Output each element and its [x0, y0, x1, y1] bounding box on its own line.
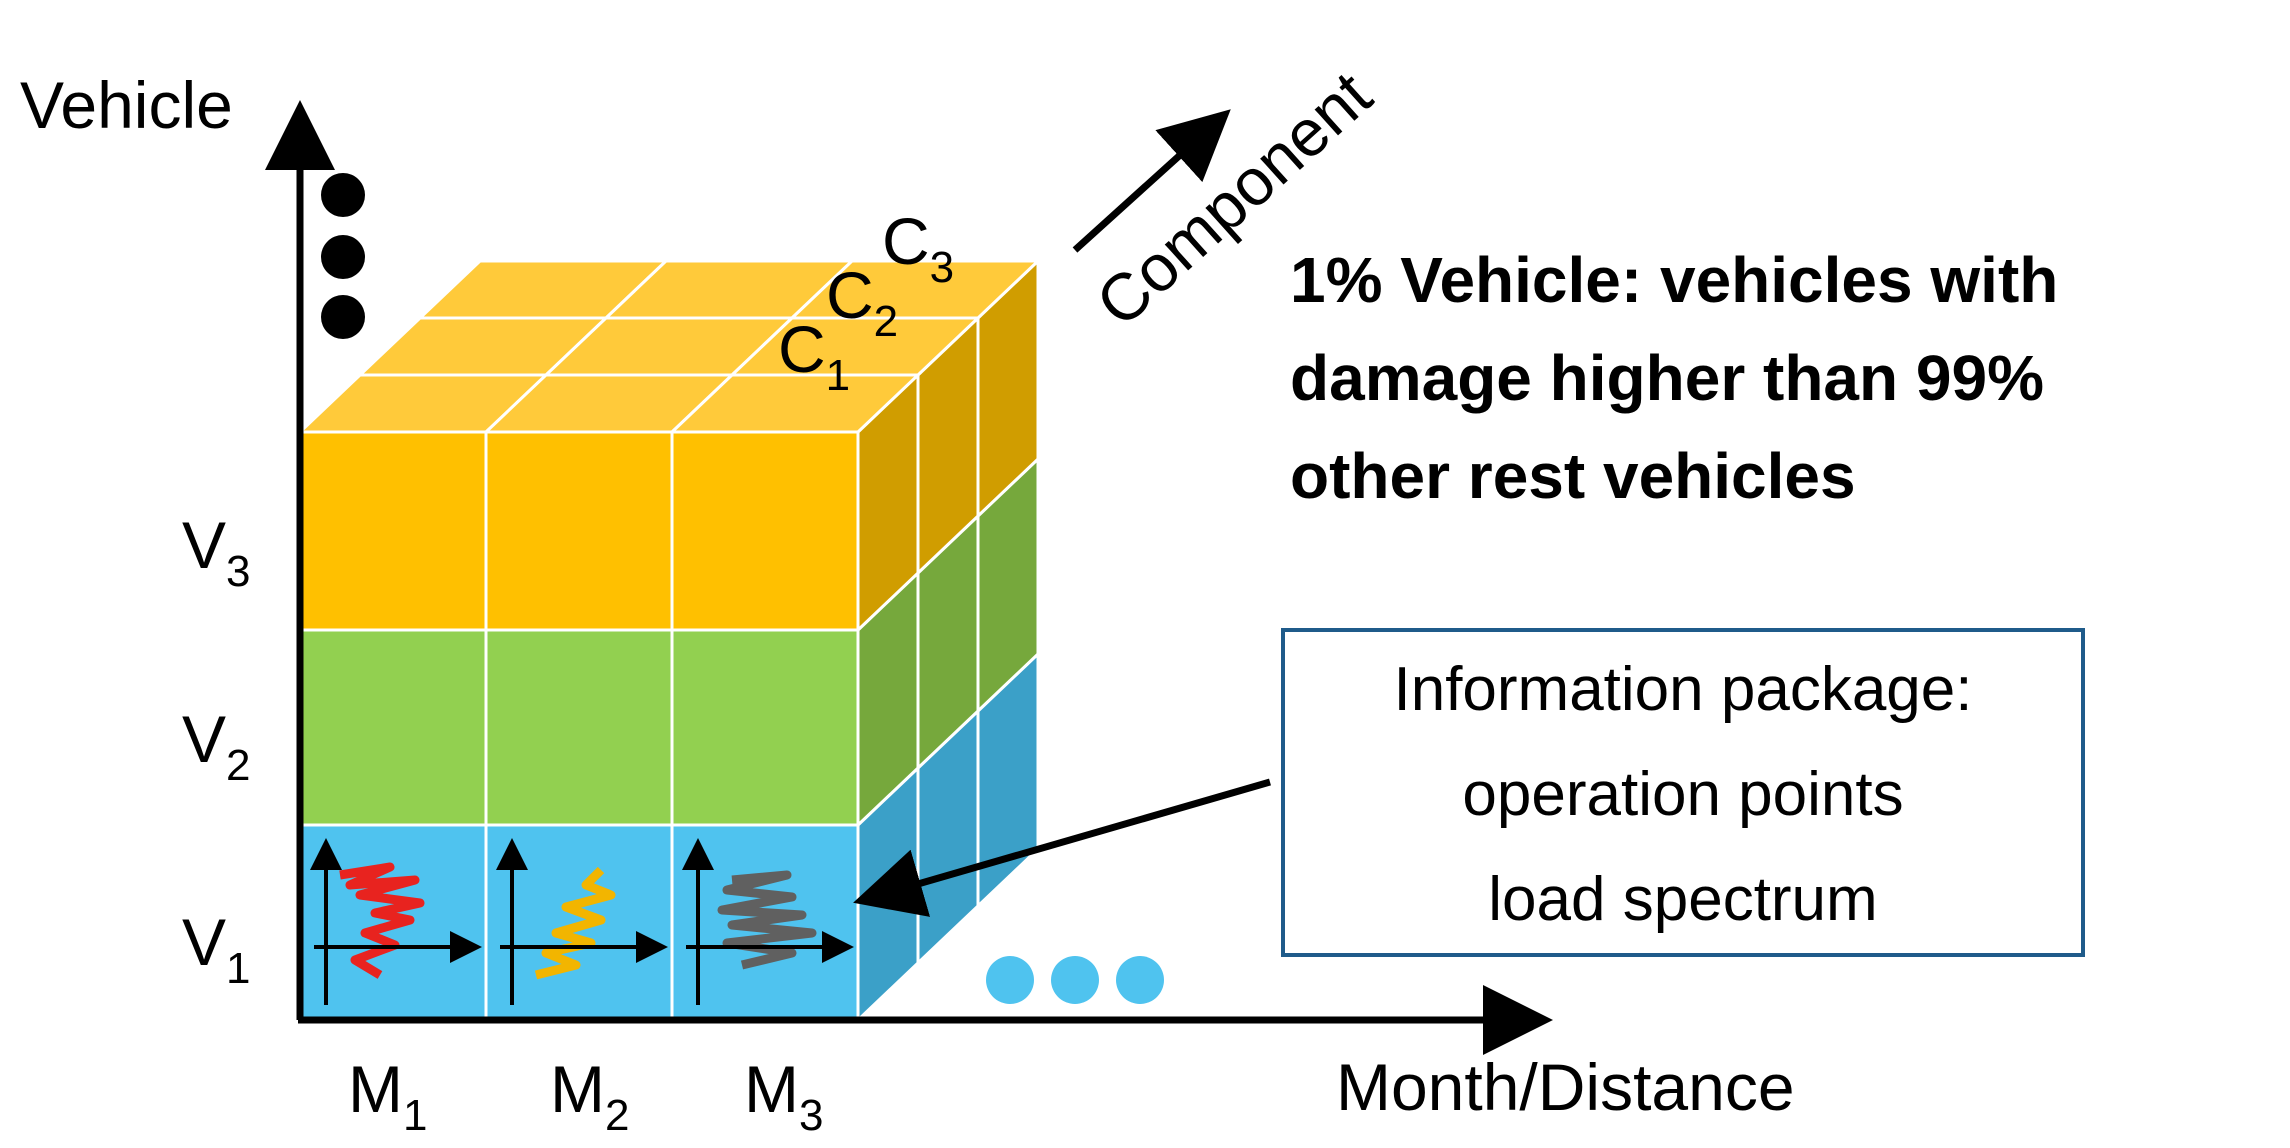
y-axis-label: Vehicle	[20, 68, 233, 142]
note-line-3: other rest vehicles	[1290, 440, 1856, 512]
cube-front-v3-m2	[484, 430, 674, 632]
row-labels: V1 V2 V3	[182, 508, 251, 993]
vehicle-ellipsis-dots	[321, 173, 365, 339]
column-label-m1: M1	[348, 1052, 427, 1140]
cube-front-v3-m3	[670, 430, 860, 632]
info-box: Information package: operation points lo…	[1281, 628, 2085, 957]
cube-front-v3-m1	[298, 430, 488, 632]
row-label-v1: V1	[182, 905, 251, 993]
x-axis-label: Month/Distance	[1336, 1050, 1795, 1124]
note-text: 1% Vehicle: vehicles with damage higher …	[1290, 244, 2058, 512]
month-ellipsis-dots	[986, 956, 1164, 1004]
note-line-2: damage higher than 99%	[1290, 342, 2044, 414]
column-label-m3: M3	[744, 1052, 823, 1140]
info-box-line-3: load spectrum	[1488, 865, 1877, 934]
load-trace-m2	[534, 866, 616, 980]
cube-front-v2-m2	[484, 628, 674, 827]
row-label-v2: V2	[182, 702, 251, 790]
note-line-1: 1% Vehicle: vehicles with	[1290, 244, 2058, 316]
info-box-border	[1281, 628, 2085, 957]
row-label-v3: V3	[182, 508, 251, 596]
z-axis	[1072, 109, 1231, 253]
cube-front-v2-m3	[670, 628, 860, 827]
info-box-line-2: operation points	[1462, 760, 1903, 829]
column-label-m2: M2	[550, 1052, 629, 1140]
component-label-c3: C3	[882, 204, 954, 292]
component-label-c1: C1	[778, 312, 850, 400]
axes	[265, 100, 1553, 1055]
component-label-c2: C2	[826, 258, 898, 346]
column-labels: M1 M2 M3	[348, 1052, 823, 1140]
info-box-line-1: Information package:	[1393, 655, 1972, 724]
component-labels: C1 C2 C3	[778, 204, 954, 400]
cube-grid	[296, 257, 1042, 1024]
cube-front-v2-m1	[298, 628, 488, 827]
info-pointer-arrow	[853, 778, 1271, 917]
